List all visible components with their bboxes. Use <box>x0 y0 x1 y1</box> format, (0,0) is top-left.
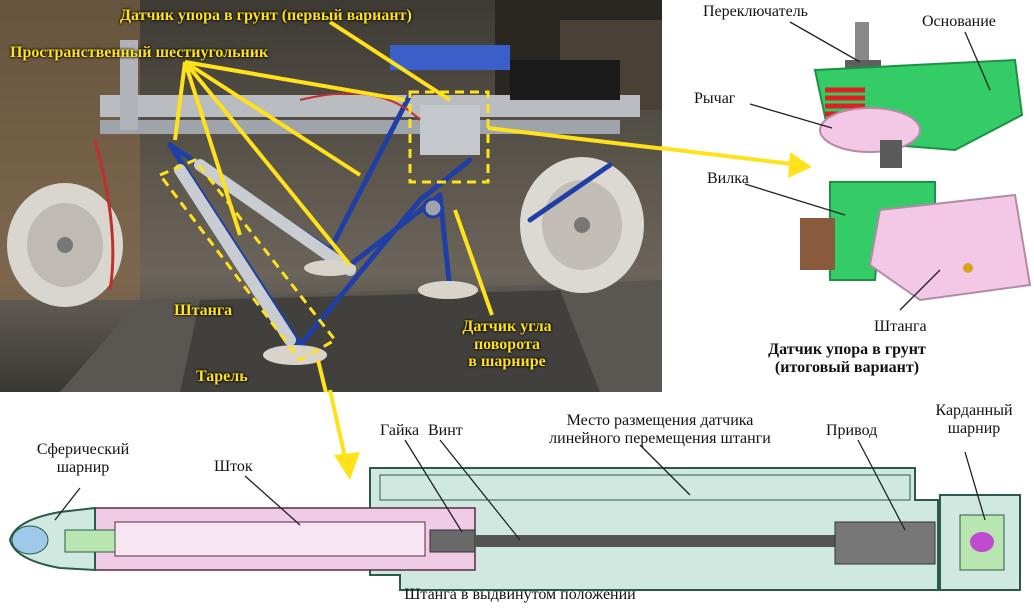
sensor-place-label-line-1: Место размещения датчика <box>566 412 754 429</box>
rod-highlight-box <box>157 158 338 362</box>
stem-label: Шток <box>214 458 253 475</box>
rod-bolt <box>963 263 973 273</box>
angle-sensor-label-line-2: поворота <box>473 335 541 353</box>
cardan-pin <box>970 532 994 552</box>
cardan-label-line-1: Карданный <box>935 402 1013 419</box>
section-leader-lines <box>54 439 986 541</box>
lever-pin <box>880 140 902 168</box>
stem-bore <box>114 521 426 557</box>
sensor-to-cad-arrowhead <box>788 152 812 178</box>
nut-part <box>429 529 476 553</box>
rod-part <box>868 193 1032 302</box>
angle-pointer-line <box>453 209 494 316</box>
sensor-to-cad-arrow <box>487 126 662 151</box>
rod-to-section-arrowhead <box>334 452 360 480</box>
cad-caption-line-1: Датчик упора в грунт <box>768 341 926 358</box>
rod-to-section-arrow-tail <box>328 389 348 463</box>
frame-upright <box>120 40 138 130</box>
lever-label: Рычаг <box>694 90 736 107</box>
spherical-ball <box>11 525 49 555</box>
drive-label: Привод <box>826 422 878 439</box>
spherical-joint-label-line-2: шарнир <box>56 458 110 476</box>
screw-part <box>475 535 835 547</box>
right-foot <box>418 281 478 299</box>
switch-part <box>855 22 869 62</box>
robot-photo <box>0 0 662 392</box>
robot-photo-drawing <box>0 0 662 392</box>
cad-rod-label: Штанга <box>874 318 927 335</box>
plate-foot <box>263 345 327 365</box>
angle-sensor-label: Датчик угла поворота в шарнире <box>452 318 562 371</box>
spherical-joint-label: Сферический шарнир <box>18 441 148 476</box>
mat <box>180 290 600 392</box>
sensor-place-label: Место размещения датчика линейного перем… <box>500 412 820 447</box>
cable <box>93 139 115 291</box>
sensor-to-cad-arrow-tail <box>659 146 801 167</box>
cardan-label: Карданный шарнир <box>914 402 1034 437</box>
angle-sensor-part <box>800 218 835 270</box>
spherical-joint-part <box>8 506 96 572</box>
spherical-joint-label-line-1: Сферический <box>36 441 130 458</box>
cad-leader-lines <box>744 21 991 311</box>
hexagon-pointer-lines <box>173 60 406 267</box>
rod-section-view <box>8 467 1021 591</box>
angle-sensor-label-line-1: Датчик угла <box>462 318 552 335</box>
switch-label: Переключатель <box>703 3 808 20</box>
cardan-label-line-2: шарнир <box>947 419 1001 437</box>
left-wheel <box>7 183 123 307</box>
rod-label: Штанга <box>174 302 233 319</box>
screw-label: Винт <box>428 422 463 439</box>
battery-box <box>510 60 620 100</box>
main-frame-rail <box>100 95 640 117</box>
sensor-pointer-line <box>328 20 452 102</box>
base-label: Основание <box>922 13 996 30</box>
angle-sensor-label-line-3: в шарнире <box>468 353 546 371</box>
sensor-place-label-line-2: линейного перемещения штанги <box>549 429 771 447</box>
hexagon-label: Пространственный шестиугольник <box>10 44 269 61</box>
lever-part <box>819 107 921 153</box>
right-wheel <box>520 157 644 293</box>
rod-to-section-arrow <box>316 359 328 392</box>
sensor-first-body <box>420 105 480 155</box>
plate-label: Тарель <box>196 368 248 385</box>
angle-sensor-joint <box>422 197 444 219</box>
sensor-highlight-box <box>408 90 490 184</box>
cad-caption-line-2: (итоговый вариант) <box>774 358 920 376</box>
drive-part <box>834 521 936 565</box>
lower-frame-rail <box>100 120 620 134</box>
cad-caption: Датчик упора в грунт (итоговый вариант) <box>742 341 952 376</box>
spherical-neck <box>64 529 116 553</box>
section-caption: Штанга в выдвинутом положении <box>404 586 636 603</box>
fork-label: Вилка <box>707 170 749 187</box>
electronics-block <box>390 45 510 70</box>
sensor-first-label: Датчик упора в грунт (первый вариант) <box>120 7 412 24</box>
nut-label: Гайка <box>380 422 420 439</box>
middle-foot <box>304 260 356 276</box>
cad-sensor-model <box>800 22 1032 302</box>
sensor-slot <box>379 474 911 501</box>
